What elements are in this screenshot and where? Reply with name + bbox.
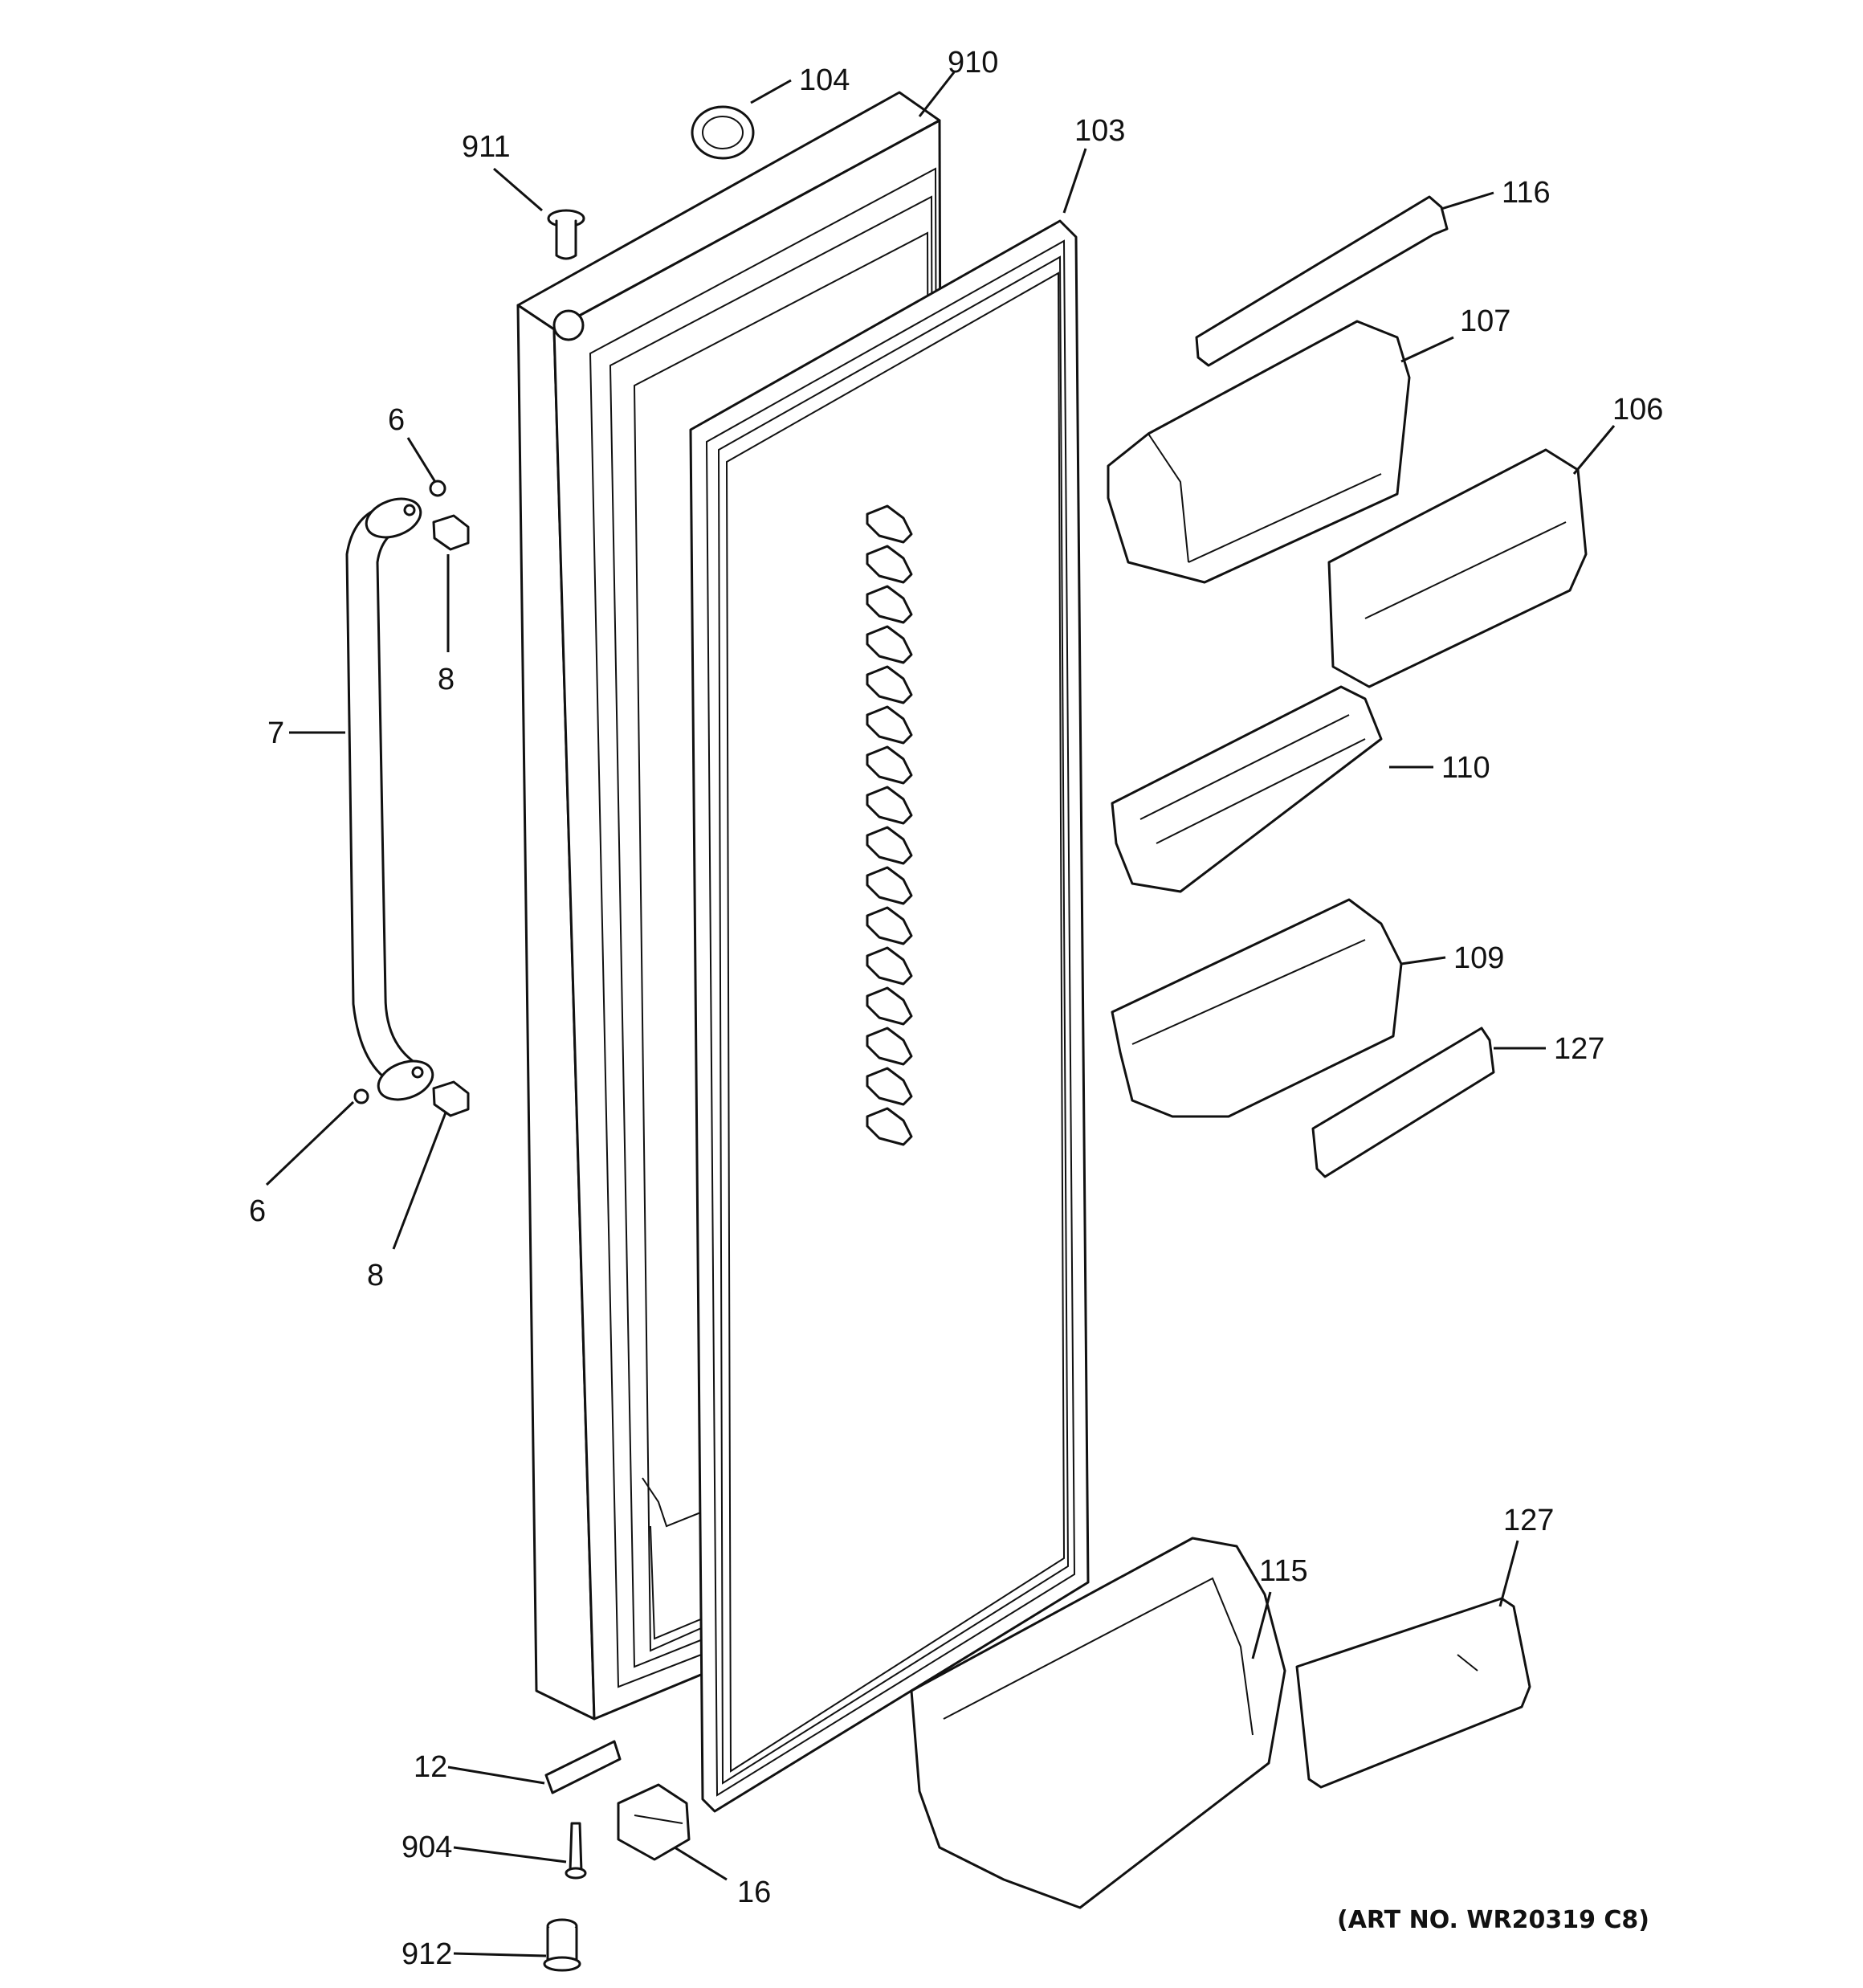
door-handle-part-7	[345, 497, 434, 1101]
callout-106: 106	[1612, 393, 1663, 427]
door-bin-part-109	[1111, 898, 1403, 1118]
bin-front-part-127-upper	[1311, 1027, 1495, 1178]
callout-8-bottom: 8	[367, 1259, 384, 1292]
callout-16: 16	[737, 1876, 771, 1909]
bin-cover-part-106	[1327, 448, 1588, 688]
callout-911: 911	[462, 130, 511, 164]
bin-rail-part-116	[1195, 195, 1449, 367]
callout-107: 107	[1460, 304, 1510, 338]
callout-110: 110	[1441, 751, 1490, 785]
callout-910: 910	[948, 46, 998, 80]
bushing-part-911	[547, 209, 585, 260]
door-bin-part-115	[910, 1537, 1286, 1909]
callout-127-lower: 127	[1503, 1504, 1554, 1537]
callout-104: 104	[799, 63, 850, 97]
callout-912: 912	[402, 1937, 452, 1971]
callout-12: 12	[414, 1750, 447, 1784]
door-bin-part-107	[1107, 320, 1411, 584]
shelf-rail-tabs	[866, 504, 913, 1146]
screw-part-904	[565, 1822, 587, 1880]
art-number: (ART NO. WR20319 C8)	[1337, 1906, 1649, 1934]
screw-part-6-bottom	[353, 1088, 369, 1104]
stud-part-8-top	[432, 514, 470, 551]
cap-part-104	[691, 105, 755, 160]
callout-116: 116	[1502, 176, 1551, 210]
callout-109: 109	[1453, 941, 1504, 975]
callout-127-upper: 127	[1554, 1032, 1604, 1066]
callout-103: 103	[1074, 114, 1125, 148]
egg-bin-part-110	[1111, 685, 1383, 893]
hinge-bracket-part-16	[617, 1783, 691, 1861]
stud-part-8-bottom	[432, 1080, 470, 1117]
hinge-plate-part-12	[544, 1740, 622, 1794]
bushing-part-912	[543, 1918, 581, 1972]
callout-904: 904	[402, 1831, 452, 1864]
callout-8-top: 8	[438, 663, 455, 696]
screw-part-6-top	[429, 480, 446, 497]
callout-6-bottom: 6	[249, 1194, 266, 1228]
callout-7: 7	[267, 716, 284, 750]
leader-lines	[265, 71, 1616, 1957]
bin-front-part-127-lower	[1295, 1597, 1531, 1789]
callout-6-top: 6	[388, 403, 405, 437]
callout-115: 115	[1259, 1554, 1308, 1588]
